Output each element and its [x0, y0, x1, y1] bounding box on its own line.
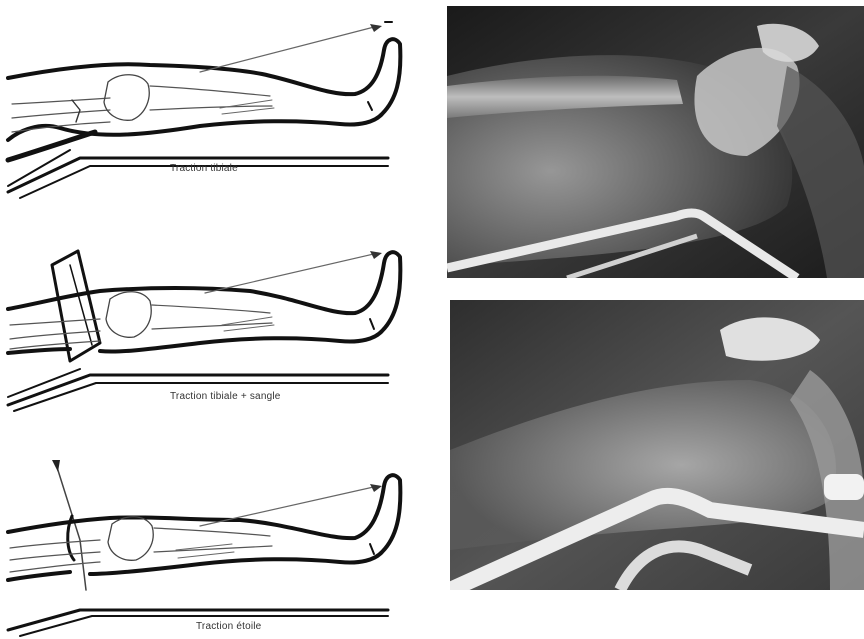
leg-traction-star-illustration	[0, 440, 430, 639]
xray-image	[450, 300, 864, 590]
diagram-caption: Traction étoile	[196, 621, 261, 632]
diagram-caption: Traction tibiale	[170, 163, 238, 174]
traction-diagram-1: Traction tibiale	[0, 10, 430, 215]
diagram-caption: Traction tibiale + sangle	[170, 391, 281, 402]
traction-diagram-3: Traction étoile	[0, 440, 430, 639]
traction-diagram-2: Traction tibiale + sangle	[0, 225, 430, 430]
knee-xray-bottom	[450, 300, 864, 590]
xray-image	[447, 6, 864, 278]
leg-traction-illustration	[0, 10, 430, 215]
knee-xray-top	[447, 6, 864, 278]
